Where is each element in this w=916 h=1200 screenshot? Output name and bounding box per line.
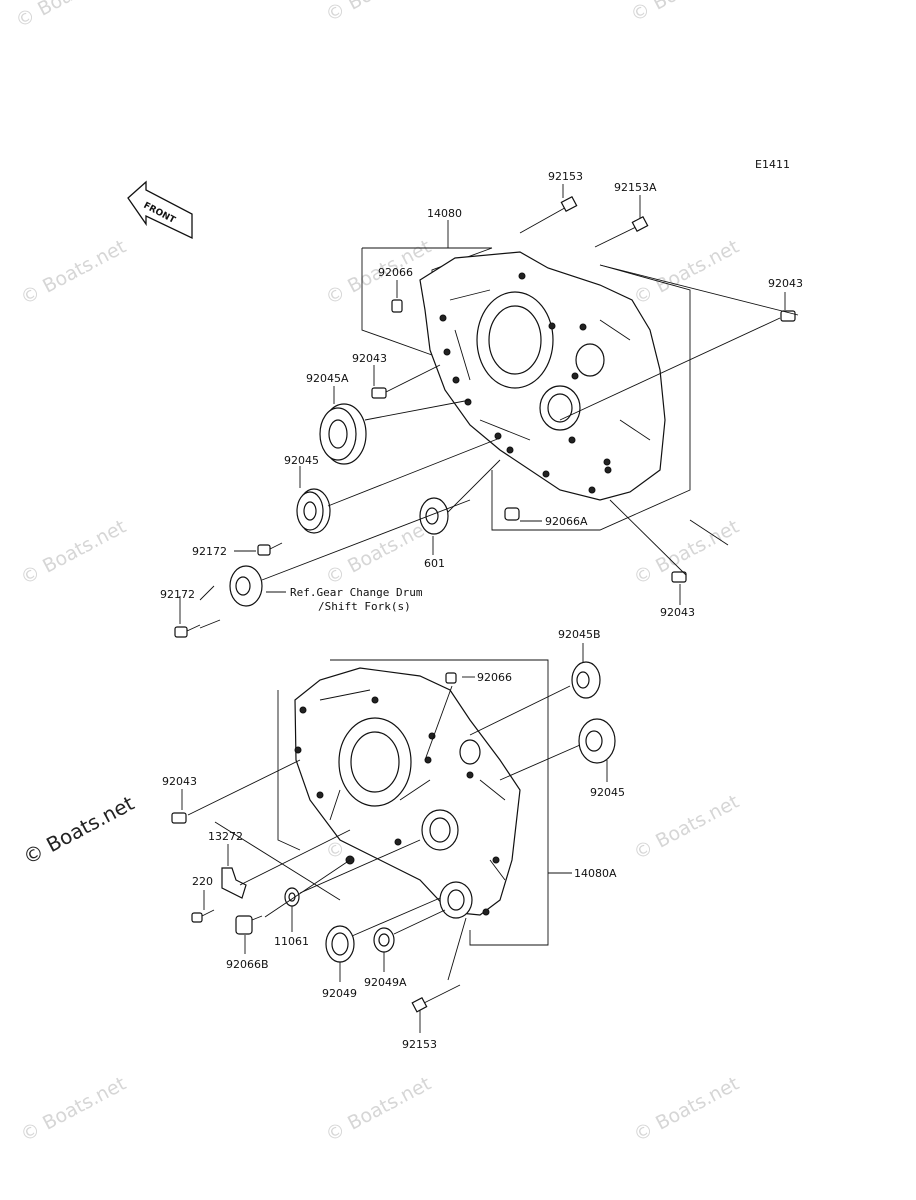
label-92045: 92045 bbox=[590, 786, 625, 799]
label-92043: 92043 bbox=[352, 352, 387, 365]
label-92066: 92066 bbox=[477, 671, 512, 684]
ref-leader bbox=[199, 585, 215, 601]
plug-92066b bbox=[235, 915, 263, 935]
label-11061: 11061 bbox=[274, 935, 309, 948]
bearing-92045b bbox=[571, 661, 601, 699]
label-13272: 13272 bbox=[208, 830, 243, 843]
bolt-220 bbox=[191, 909, 215, 923]
leader-lines-lower bbox=[181, 643, 608, 1033]
watermark: © Boats.net bbox=[322, 516, 435, 590]
label-92045b: 92045B bbox=[558, 628, 601, 641]
crankcase-left-14080a bbox=[277, 659, 549, 946]
part-labels: 92153 92153A 14080 92043 92066 92043 920… bbox=[160, 170, 803, 1051]
watermark: © Boats.net bbox=[17, 1073, 130, 1147]
label-92172: 92172 bbox=[192, 545, 227, 558]
watermark: © Boats.net bbox=[12, 0, 125, 32]
dowel-92066 bbox=[445, 672, 457, 684]
label-92066b: 92066B bbox=[226, 958, 269, 971]
bearing-ref bbox=[229, 565, 263, 607]
label-220: 220 bbox=[192, 875, 213, 888]
watermark: © Boats.net bbox=[627, 0, 740, 26]
label-92049: 92049 bbox=[322, 987, 357, 1000]
seal-92049a bbox=[373, 927, 395, 953]
bearing-601 bbox=[419, 497, 449, 535]
label-92153: 92153 bbox=[402, 1038, 437, 1051]
watermark: © Boats.net bbox=[630, 236, 743, 310]
label-92043: 92043 bbox=[162, 775, 197, 788]
dowel-92043 bbox=[371, 387, 387, 399]
label-92049a: 92049A bbox=[364, 976, 407, 989]
bolt-92153 bbox=[411, 984, 461, 1013]
watermark: © Boats.net bbox=[17, 516, 130, 590]
crankcase-right-14080 bbox=[361, 247, 691, 531]
dowel-92066 bbox=[391, 299, 403, 313]
bracket-13272 bbox=[221, 867, 247, 899]
dowel-92066a bbox=[504, 507, 520, 521]
dowel-92043 bbox=[671, 571, 687, 583]
watermarks: © Boats.net © Boats.net © Boats.net © Bo… bbox=[12, 0, 743, 1146]
watermark: © Boats.net bbox=[630, 791, 743, 865]
bolt-92153 bbox=[519, 195, 578, 234]
label-92043: 92043 bbox=[660, 606, 695, 619]
label-92066: 92066 bbox=[378, 266, 413, 279]
screw-92172 bbox=[257, 542, 283, 556]
watermark: © Boats.net bbox=[19, 791, 138, 870]
label-92172: 92172 bbox=[160, 588, 195, 601]
dowel-92043 bbox=[171, 812, 187, 824]
watermark: © Boats.net bbox=[322, 1073, 435, 1147]
bearing-92045 bbox=[578, 718, 616, 764]
watermark: © Boats.net bbox=[630, 1073, 743, 1147]
label-92066a: 92066A bbox=[545, 515, 588, 528]
ref-note-line1: Ref.Gear Change Drum bbox=[290, 586, 423, 599]
bearing-92045 bbox=[296, 488, 331, 534]
seal-92049 bbox=[325, 925, 355, 963]
label-92043: 92043 bbox=[768, 277, 803, 290]
bolt-92153a bbox=[594, 215, 649, 248]
label-601: 601 bbox=[424, 557, 445, 570]
label-92045a: 92045A bbox=[306, 372, 349, 385]
watermark: © Boats.net bbox=[17, 236, 130, 310]
diagram-code: E1411 bbox=[755, 158, 790, 171]
label-14080: 14080 bbox=[427, 207, 462, 220]
front-arrow-icon: FRONT bbox=[127, 180, 193, 240]
leader-lines-upper bbox=[179, 184, 799, 629]
label-92153a: 92153A bbox=[614, 181, 657, 194]
ref-note-line2: /Shift Fork(s) bbox=[318, 600, 411, 613]
label-92153: 92153 bbox=[548, 170, 583, 183]
label-14080a: 14080A bbox=[574, 867, 617, 880]
bearing-92045a bbox=[319, 403, 367, 465]
washer-11061 bbox=[284, 887, 300, 907]
screw-92172 bbox=[174, 624, 201, 638]
label-92045: 92045 bbox=[284, 454, 319, 467]
watermark: © Boats.net bbox=[322, 0, 435, 26]
